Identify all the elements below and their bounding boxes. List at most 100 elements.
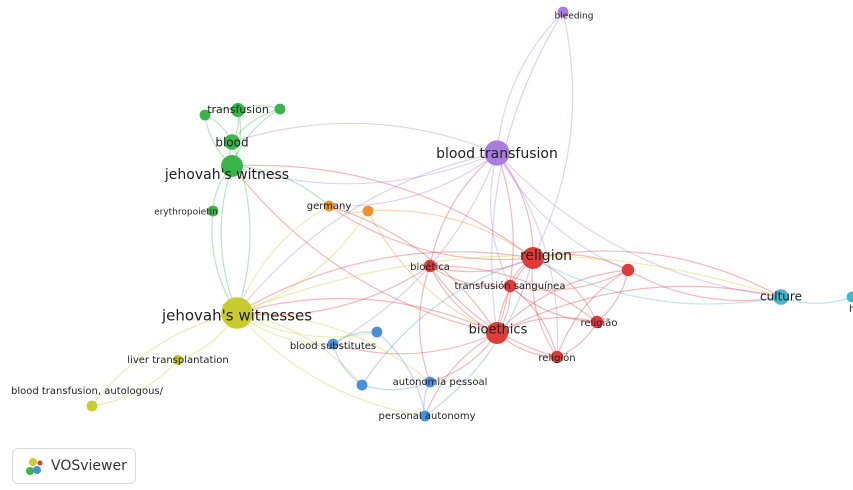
node-jw-singular[interactable] xyxy=(221,155,243,177)
label-transfusion-sanguinea: transfusión sanguínea xyxy=(455,280,566,292)
edge xyxy=(231,152,498,185)
edge xyxy=(236,152,498,314)
edge xyxy=(236,312,378,338)
node-h-partial[interactable] xyxy=(846,291,853,303)
label-blood-substitutes: blood substitutes xyxy=(290,341,376,352)
node-personal-autonomy[interactable] xyxy=(419,410,431,422)
node-bioetica[interactable] xyxy=(423,259,437,273)
label-h-partial: h xyxy=(849,304,853,315)
edge xyxy=(509,269,629,291)
node-blue-unlabeled[interactable] xyxy=(371,326,383,338)
node-blood-substitutes[interactable] xyxy=(327,338,339,350)
edge xyxy=(532,11,574,259)
edge xyxy=(532,257,782,305)
edge xyxy=(496,269,629,334)
edge xyxy=(532,250,782,298)
label-jw-plural: jehovah's witnesses xyxy=(161,307,312,325)
edge xyxy=(496,317,598,334)
edge xyxy=(236,255,782,314)
edge xyxy=(236,210,369,314)
node-religion-es[interactable] xyxy=(550,350,564,364)
node-bt-autologous[interactable] xyxy=(86,400,98,412)
edge xyxy=(91,359,179,407)
edge xyxy=(429,265,598,323)
label-culture: culture xyxy=(760,290,802,304)
edge xyxy=(367,210,498,334)
edge xyxy=(496,152,559,358)
edge xyxy=(496,152,782,298)
label-liver-transplantation: liver transplantation xyxy=(127,355,228,366)
edge xyxy=(627,269,782,302)
edge xyxy=(496,152,514,334)
node-bioethics[interactable] xyxy=(486,322,508,344)
label-transfusion: transfusion xyxy=(207,103,269,116)
edge xyxy=(429,152,498,267)
node-transfusion[interactable] xyxy=(231,103,245,117)
edge xyxy=(424,332,498,417)
label-bt-autologous: blood transfusion, autologous/ xyxy=(11,386,164,397)
label-bioethics: bioethics xyxy=(469,323,528,338)
node-liver-transplantation[interactable] xyxy=(172,354,184,366)
node-red-unlabeled[interactable] xyxy=(621,263,635,277)
label-germany: germany xyxy=(307,201,352,212)
edge xyxy=(220,165,238,314)
label-blood-transfusion: blood transfusion xyxy=(436,146,558,162)
edge xyxy=(496,152,629,271)
edge xyxy=(236,251,534,314)
edge xyxy=(509,285,558,358)
node-religiao[interactable] xyxy=(590,315,604,329)
edge xyxy=(509,285,598,323)
edge xyxy=(491,11,564,334)
edge xyxy=(419,265,431,383)
edge xyxy=(328,205,498,334)
node-religion[interactable] xyxy=(522,247,544,269)
edge xyxy=(231,164,534,259)
label-layer: religion bioethics bioética transfusión san… xyxy=(11,12,853,423)
node-culture[interactable] xyxy=(773,289,789,305)
node-transfusion-sanguinea[interactable] xyxy=(503,279,517,293)
edge xyxy=(328,205,534,261)
edge xyxy=(424,257,534,417)
label-erythropoietin: erythropoietin xyxy=(154,208,218,218)
edge xyxy=(236,265,431,316)
node-blue-left[interactable] xyxy=(356,379,368,391)
vosviewer-badge[interactable]: VOSviewer xyxy=(12,448,136,484)
edge xyxy=(332,152,498,345)
node-germany[interactable] xyxy=(323,200,335,212)
edge xyxy=(556,269,629,358)
vosviewer-logo-icon xyxy=(26,458,43,475)
edge xyxy=(236,205,330,314)
edge xyxy=(236,312,426,417)
edge xyxy=(429,257,534,273)
edge xyxy=(361,381,431,391)
edge xyxy=(236,312,431,383)
node-blood[interactable] xyxy=(224,134,240,150)
node-autonomia-pessoal[interactable] xyxy=(424,376,436,388)
edge xyxy=(490,152,511,287)
node-bleeding[interactable] xyxy=(557,6,569,18)
edge xyxy=(231,165,498,334)
edge xyxy=(429,265,558,358)
node-blood-transfusion[interactable] xyxy=(484,140,510,166)
node-green-mid[interactable] xyxy=(199,109,211,121)
label-religiao: religião xyxy=(581,318,618,329)
edge xyxy=(376,331,426,417)
edge xyxy=(361,257,534,386)
node-erythropoietin[interactable] xyxy=(207,205,219,217)
node-jw-plural[interactable] xyxy=(221,297,253,329)
label-bioetica: bioética xyxy=(410,261,450,273)
label-personal-autonomy: personal autonomy xyxy=(379,411,476,422)
edge xyxy=(328,152,498,207)
label-autonomia-pessoal: autonomia pessoal xyxy=(393,377,488,388)
edge xyxy=(531,257,558,358)
label-bleeding: bleeding xyxy=(555,12,594,22)
edge xyxy=(231,165,330,207)
edge xyxy=(496,285,782,334)
node-layer xyxy=(86,6,853,422)
vosviewer-label: VOSviewer xyxy=(51,458,127,474)
edge xyxy=(231,122,498,154)
node-orange-unlabeled[interactable] xyxy=(362,205,374,217)
node-green-small[interactable] xyxy=(274,103,286,115)
label-religion: religion xyxy=(520,248,572,264)
label-jw-singular: jehovah's witness xyxy=(164,167,289,183)
